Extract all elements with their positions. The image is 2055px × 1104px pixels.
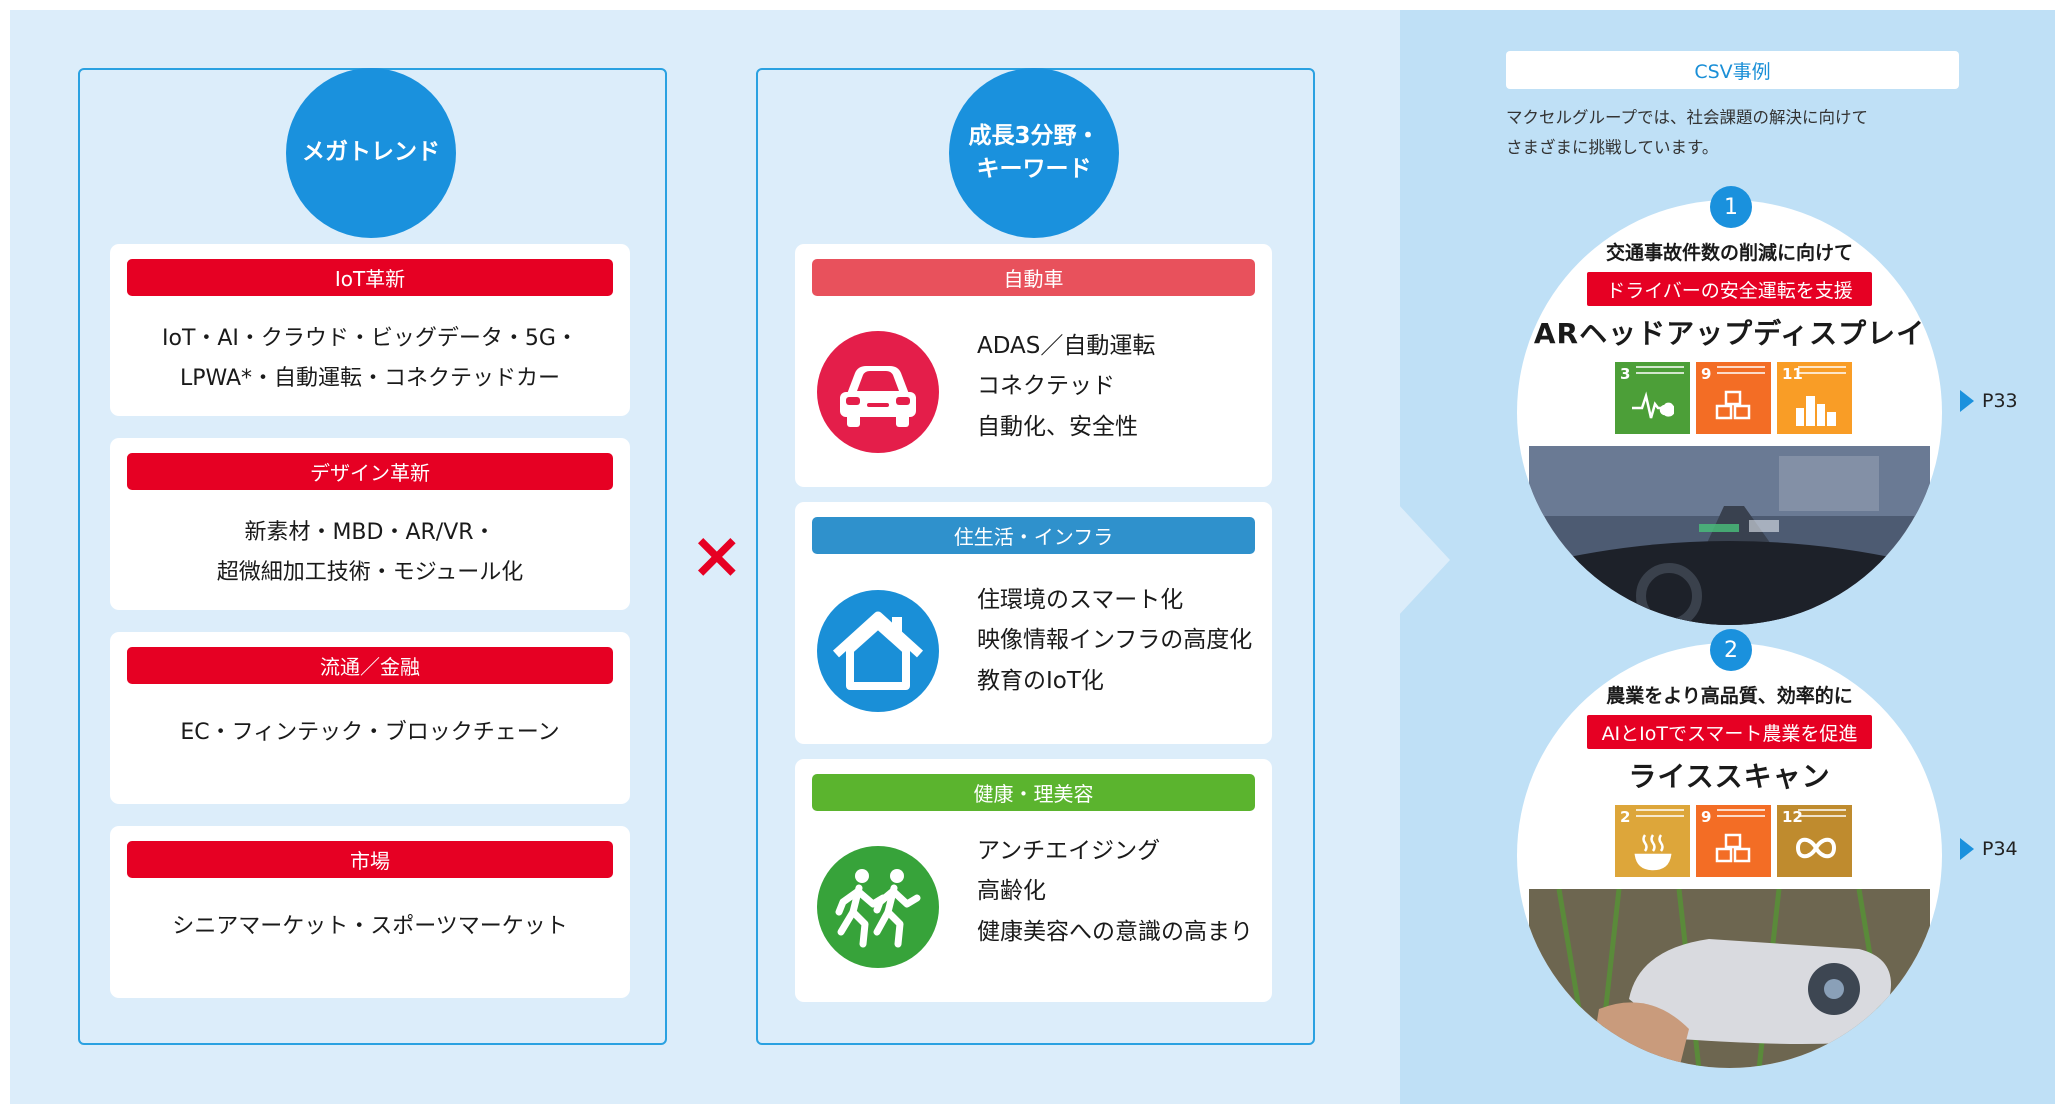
sdg-12-icon: 12 [1777, 805, 1852, 877]
sdg-number: 12 [1782, 808, 1803, 826]
keyword: 健康美容への意識の高まり [977, 918, 1253, 945]
page-reference-text: P33 [1982, 390, 2018, 412]
megatrend-card-market: 市場 シニアマーケット・スポーツマーケット [110, 826, 630, 998]
sdg-number: 9 [1701, 365, 1712, 383]
page-reference-text: P34 [1982, 838, 2018, 860]
car-icon [817, 331, 939, 453]
megatrend-label: 市場 [127, 841, 613, 878]
megatrend-title: メガトレンド [302, 139, 440, 166]
field-label: 住生活・インフラ [812, 517, 1255, 554]
sdg-icons: 2 9 12 [1615, 805, 1852, 877]
field-card-health: 健康・理美容 アンチエイジング 高齢化 健康美容への意識の高まり [795, 759, 1272, 1002]
case-highlight: AIとIoTでスマート農業を促進 [1587, 715, 1872, 749]
megatrend-body: IoT・AI・クラウド・ビッグデータ・5G・ LPWA*・自動運転・コネクテッド… [110, 302, 630, 416]
megatrend-line: IoT・AI・クラウド・ビッグデータ・5G・ [162, 326, 578, 352]
megatrend-body: EC・フィンテック・ブロックチェーン [110, 690, 630, 804]
sdg-9-icon: 9 [1696, 362, 1771, 434]
field-keywords: アンチエイジング 高齢化 健康美容への意識の高まり [977, 831, 1253, 952]
field-keywords: 住環境のスマート化 映像情報インフラの高度化 教育のIoT化 [977, 580, 1252, 701]
triangle-right-icon [1960, 390, 1974, 412]
case-product: ライススキャン [1628, 760, 1831, 793]
csv-case-rice-scan: 農業をより高品質、効率的に AIとIoTでスマート農業を促進 ライススキャン 2… [1517, 643, 1942, 1068]
keyword: 高齢化 [977, 878, 1046, 905]
case-number-badge: 1 [1710, 186, 1752, 228]
triangle-right-icon [1960, 838, 1974, 860]
megatrend-card-iot: IoT革新 IoT・AI・クラウド・ビッグデータ・5G・ LPWA*・自動運転・… [110, 244, 630, 416]
sdg-number: 3 [1620, 365, 1631, 383]
keyword: 自動化、安全性 [977, 413, 1138, 440]
megatrend-line: LPWA*・自動運転・コネクテッドカー [179, 366, 561, 391]
megatrend-line: 超微細加工技術・モジュール化 [216, 560, 524, 585]
megatrend-line: 新素材・MBD・AR/VR・ [244, 520, 496, 546]
megatrend-card-design: デザイン革新 新素材・MBD・AR/VR・ 超微細加工技術・モジュール化 [110, 438, 630, 610]
megatrend-card-finance: 流通／金融 EC・フィンテック・ブロックチェーン [110, 632, 630, 804]
house-icon [817, 590, 939, 712]
sdg-number: 2 [1620, 808, 1631, 826]
csv-description-line: さまざまに挑戦しています。 [1506, 137, 1719, 157]
keyword: 教育のIoT化 [977, 667, 1104, 694]
case-number-badge: 2 [1710, 629, 1752, 671]
sdg-3-icon: 3 [1615, 362, 1690, 434]
sdg-number: 9 [1701, 808, 1712, 826]
sdg-11-icon: 11 [1777, 362, 1852, 434]
megatrend-line: EC・フィンテック・ブロックチェーン [180, 720, 560, 746]
field-keywords: ADAS／自動運転 コネクテッド 自動化、安全性 [977, 326, 1155, 447]
keyword: ADAS／自動運転 [977, 333, 1156, 359]
sdg-9-icon: 9 [1696, 805, 1771, 877]
growth-fields-circle: 成長3分野・ キーワード [949, 68, 1119, 238]
field-card-automotive: 自動車 ADAS／自動運転 コネクテッド 自動化、安全性 [795, 244, 1272, 487]
ar-hud-photo [1529, 446, 1930, 625]
case-product: ARヘッドアップディスプレイ [1533, 317, 1926, 350]
csv-case-ar-hud: 交通事故件数の削減に向けて ドライバーの安全運転を支援 ARヘッドアップディスプ… [1517, 200, 1942, 625]
page-reference-link[interactable]: P34 [1960, 838, 2018, 860]
csv-header: CSV事例 [1506, 51, 1959, 89]
keyword: 映像情報インフラの高度化 [977, 627, 1253, 654]
megatrend-circle: メガトレンド [286, 68, 456, 238]
field-label: 自動車 [812, 259, 1255, 296]
megatrend-body: 新素材・MBD・AR/VR・ 超微細加工技術・モジュール化 [110, 496, 630, 610]
case-lead: 農業をより高品質、効率的に [1606, 685, 1853, 707]
sdg-number: 11 [1782, 365, 1803, 383]
csv-description: マクセルグループでは、社会課題の解決に向けて さまざまに挑戦しています。 [1506, 103, 1868, 162]
keyword: 住環境のスマート化 [977, 587, 1184, 613]
megatrend-label: IoT革新 [127, 259, 613, 296]
runners-icon [817, 846, 939, 968]
megatrend-body: シニアマーケット・スポーツマーケット [110, 884, 630, 998]
field-card-infrastructure: 住生活・インフラ 住環境のスマート化 映像情報インフラの高度化 教育のIoT化 [795, 502, 1272, 744]
keyword: コネクテッド [977, 373, 1115, 400]
page-reference-link[interactable]: P33 [1960, 390, 2018, 412]
arrow-chevron [1398, 504, 1450, 616]
megatrend-line: シニアマーケット・スポーツマーケット [172, 914, 568, 940]
megatrend-label: デザイン革新 [127, 453, 613, 490]
csv-description-line: マクセルグループでは、社会課題の解決に向けて [1506, 108, 1869, 127]
rice-scan-photo [1529, 888, 1930, 1068]
field-label: 健康・理美容 [812, 774, 1255, 811]
case-lead: 交通事故件数の削減に向けて [1605, 242, 1853, 264]
keyword: アンチエイジング [977, 838, 1161, 864]
sdg-icons: 3 9 11 [1615, 362, 1852, 434]
megatrend-label: 流通／金融 [127, 647, 613, 684]
growth-fields-title: 成長3分野・ キーワード [968, 122, 1100, 182]
multiply-icon: × [690, 519, 744, 593]
case-highlight: ドライバーの安全運転を支援 [1587, 272, 1872, 306]
sdg-2-icon: 2 [1615, 805, 1690, 877]
